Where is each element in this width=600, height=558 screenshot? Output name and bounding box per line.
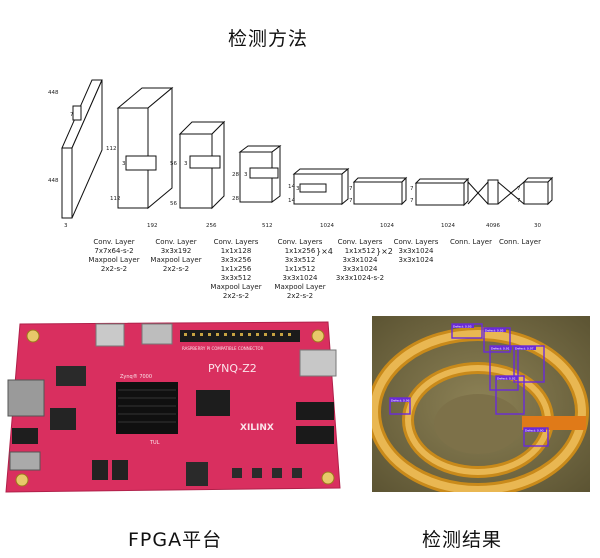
dim-out-h: 7: [517, 186, 521, 192]
dim-b3-h: 28: [232, 172, 239, 178]
dim-input-c: 3: [64, 223, 68, 229]
detection-label-tag: [524, 428, 546, 432]
dim-b4-k: 3: [296, 186, 300, 192]
input-kernel: [72, 105, 82, 121]
conv-block-4: [292, 168, 350, 175]
dim-b1-h: 112: [106, 146, 117, 152]
layer-label-line: 2x2-s-2: [101, 265, 127, 273]
layer-label-line: Conv. Layers: [338, 238, 383, 246]
detection-label-text: Defect: 0.90: [525, 428, 544, 432]
fpga-board-image: RASPBERRY PI COMPATIBLE CONNECTOR PYNQ-Z…: [0, 312, 345, 497]
layer-label-line: 3x3x1024-s-2: [336, 274, 384, 282]
layer-label-line: Conv. Layers: [214, 238, 259, 246]
layer-label-line: 3x3x1024: [342, 256, 378, 264]
layer-label-line: 3x3x512: [221, 274, 252, 282]
layer-label-line: 3x3x1024: [398, 247, 434, 255]
detection-label-tag: [496, 376, 518, 380]
layer-label-line: 1x1x512: [345, 247, 376, 255]
dim-b6-w: 7: [410, 198, 414, 204]
detection-label-text: Defect: 0.92: [497, 376, 516, 380]
dim-input-w: 448: [48, 178, 59, 184]
dim-b2-w: 56: [170, 201, 177, 207]
layer-label-line: Conn. Layer: [450, 238, 492, 246]
layer-label-line: Conv. Layers: [394, 238, 439, 246]
layer-label-line: 1x1x256: [221, 265, 252, 273]
layer-label-line: 1x1x512: [285, 265, 316, 273]
board-model: PYNQ-Z2: [208, 362, 257, 375]
dim-b5-w: 7: [349, 198, 353, 204]
dim-fc-d: 4096: [486, 223, 500, 229]
board-tul: TUL: [149, 440, 160, 446]
detection-label-text: Defect: 0.91: [491, 346, 510, 350]
layer-label-line: Conn. Layer: [499, 238, 541, 246]
conv-block-5: [352, 177, 408, 183]
layer-label-line: 3x3x1024: [398, 256, 434, 264]
dim-b2-h: 56: [170, 161, 177, 167]
layer-label-line: Maxpool Layer: [274, 283, 325, 291]
caption-fpga: FPGA平台: [128, 529, 223, 551]
detection-label-tag: [514, 346, 536, 350]
layer-label-line: Maxpool Layer: [150, 256, 201, 264]
dim-b3-w: 28: [232, 196, 239, 202]
detection-label-text: Defect: 0.96: [391, 398, 410, 402]
fc-layer-4096: [487, 179, 499, 205]
layer-label-line: 7x7x64-s-2: [94, 247, 133, 255]
detection-label-tag: [390, 398, 410, 402]
dim-input-k: 7: [70, 112, 74, 118]
detection-label-tag: [490, 346, 512, 350]
dim-b1-d: 192: [147, 223, 158, 229]
dim-b3-d: 512: [262, 223, 273, 229]
board-brand: XILINX: [240, 423, 274, 433]
layer-label-line: 2x2-s-2: [223, 292, 249, 300]
detection-label-text: Defect: 0.95: [485, 328, 504, 332]
layer-label-line: 3x3x192: [161, 247, 192, 255]
output-block: [522, 177, 554, 183]
detection-label-tag: [452, 324, 474, 328]
layer-label-line: Conv. Layer: [155, 238, 196, 246]
layer-label-line: Conv. Layers: [278, 238, 323, 246]
yolo-architecture-diagram: 448 448 3 7 112 112 3 192 56 56 3 256 28…: [48, 79, 554, 300]
layer-label-line: 3x3x512: [285, 256, 316, 264]
caption-result: 检测结果: [422, 529, 503, 551]
dim-b4-d: 1024: [320, 223, 334, 229]
layer-label-line: Maxpool Layer: [88, 256, 139, 264]
dim-input-h: 448: [48, 90, 59, 96]
layer-label-line: 3x3x256: [221, 256, 252, 264]
layer-label-line: 2x2-s-2: [163, 265, 189, 273]
repeat-x4: }×4: [316, 247, 333, 256]
layer-label-line: 1x1x256: [285, 247, 316, 255]
layer-label-line: 2x2-s-2: [287, 292, 313, 300]
heatsink: [116, 382, 178, 434]
dim-b1-w: 112: [110, 196, 121, 202]
dim-b3-k: 3: [244, 172, 248, 178]
dim-b6-d: 1024: [441, 223, 455, 229]
layer-label-line: 3x3x1024: [282, 274, 318, 282]
conv-block-6: [414, 178, 470, 184]
dim-b2-d: 256: [206, 223, 217, 229]
detection-label-text: Defect: 0.93: [453, 324, 472, 328]
dim-out-w: 7: [517, 198, 521, 204]
detection-label-tag: [484, 328, 506, 332]
board-silk: RASPBERRY PI COMPATIBLE CONNECTOR: [182, 346, 264, 351]
dim-b6-h: 7: [410, 186, 414, 192]
dim-b5-d: 1024: [380, 223, 394, 229]
layer-label-line: 3x3x1024: [342, 265, 378, 273]
dim-b4-h: 14: [288, 184, 295, 190]
repeat-x2: }×2: [376, 247, 393, 256]
page-title: 检测方法: [228, 28, 309, 50]
dim-b4-w: 14: [288, 198, 295, 204]
layer-label-line: Maxpool Layer: [210, 283, 261, 291]
layer-label-line: Conv. Layer: [93, 238, 134, 246]
layer-label-line: 1x1x128: [221, 247, 252, 255]
dim-b2-k: 3: [184, 161, 188, 167]
dim-b1-k: 3: [122, 161, 126, 167]
dim-out-d: 30: [534, 223, 541, 229]
board-chip-label: Zynq® 7000: [120, 373, 152, 380]
dim-b5-h: 7: [349, 186, 353, 192]
detection-label-text: Defect: 0.97: [515, 346, 534, 350]
